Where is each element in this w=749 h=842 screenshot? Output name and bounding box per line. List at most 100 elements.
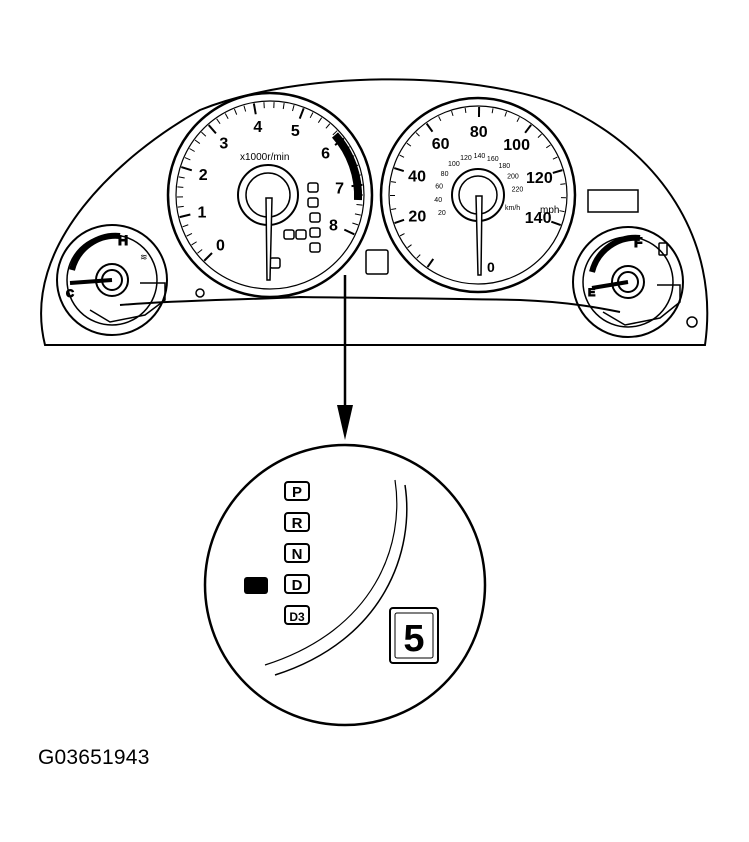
gear-position-label: R (292, 515, 303, 532)
tach-tick (182, 224, 189, 228)
tach-tick (201, 131, 207, 137)
tach-label: 2 (199, 167, 208, 184)
speed-tick (399, 154, 405, 158)
speed-outer-label: 40 (408, 168, 426, 185)
temp-hot-label: H (118, 232, 128, 248)
speed-inner-label: 220 (512, 186, 524, 193)
gear-position-label: D3 (289, 610, 305, 624)
tach-label: 6 (321, 145, 330, 162)
speed-tick (391, 208, 397, 210)
tach-tick (317, 117, 323, 123)
speed-tick (399, 233, 405, 237)
speed-inner-label: 140 (474, 153, 486, 160)
tach-tick (282, 103, 285, 110)
gear-position-label: N (292, 546, 303, 563)
speed-inner-label: 60 (435, 183, 443, 190)
speed-tick (516, 117, 520, 122)
tach-tick (352, 222, 359, 226)
gear-digit-display: 5 (389, 607, 439, 664)
info-display (587, 189, 639, 213)
speed-inner-label: 40 (434, 197, 442, 204)
tach-tick (298, 107, 305, 119)
tach-label: 0 (216, 237, 225, 254)
temp-cold-label: C (66, 288, 74, 300)
tach-tick (178, 176, 185, 179)
tach-tick (224, 113, 229, 119)
callout-arrow (337, 275, 353, 440)
tach-tick (309, 112, 314, 119)
speed-tick (546, 144, 551, 149)
tach-tick (184, 157, 191, 161)
speed-outer-label: 80 (470, 124, 488, 141)
speed-outer-label: 140 (525, 210, 552, 227)
tach-label: 4 (253, 119, 262, 136)
speed-tick (491, 108, 494, 114)
tach-tick (216, 118, 221, 125)
tach-tick (356, 203, 363, 206)
tach-label: 7 (335, 180, 344, 197)
tach-tick (191, 241, 197, 246)
tach-tick (243, 105, 247, 112)
speed-inner-label: 20 (438, 210, 446, 217)
speed-tick (438, 116, 442, 122)
tach-label: 1 (198, 205, 207, 222)
fuel-gauge: F E (572, 226, 684, 338)
speed-tick (407, 244, 412, 249)
speed-tick (416, 254, 421, 259)
gear-position-label: D (292, 577, 303, 594)
tach-tick (194, 139, 201, 144)
manual-mode-label: M (250, 578, 263, 595)
speed-inner-label: 100 (448, 161, 460, 168)
tach-unit-label: x1000r/min (240, 152, 289, 163)
manual-mode-indicator: M (244, 577, 268, 595)
gear-digit: 5 (403, 618, 424, 660)
tach-tick (177, 205, 184, 208)
fuel-pump-icon (658, 242, 668, 256)
tach-label: 3 (219, 135, 228, 152)
speed-tick (559, 210, 565, 213)
speed-tick (552, 169, 563, 174)
tach-tick (325, 123, 331, 129)
trip-knob (195, 288, 205, 298)
speed-tick (524, 124, 532, 134)
tach-tick (189, 148, 195, 152)
speed-tick (425, 122, 434, 133)
tach-tick (233, 108, 238, 115)
tach-tick (181, 166, 193, 172)
speed-tick (390, 181, 397, 183)
speed-outer-label: 20 (408, 208, 426, 225)
speed-tick (560, 183, 566, 185)
figure-id-label: G03651943 (38, 746, 150, 769)
brightness-knob (686, 316, 698, 328)
warning-lights (269, 182, 321, 269)
speed-outer-label: 100 (503, 137, 530, 154)
speed-tick (451, 110, 454, 116)
cluster-housing (40, 78, 709, 346)
speed-inner-label: 180 (499, 163, 511, 170)
speed-tick (537, 133, 542, 138)
gear-position-r: R (284, 512, 310, 532)
speed-outer-label: 120 (526, 170, 553, 187)
gear-position-d: D (284, 574, 310, 594)
speed-inner-label: 160 (487, 156, 499, 163)
tach-tick (203, 252, 213, 262)
tach-tick (354, 213, 361, 216)
speed-min-label: 0 (487, 259, 495, 275)
speed-tick (464, 107, 467, 113)
speed-inner-label: 120 (460, 155, 472, 162)
tach-tick (186, 233, 193, 237)
speed-outer-label: 60 (432, 136, 450, 153)
tach-label: 5 (291, 123, 300, 140)
gear-position-p: P (284, 481, 310, 501)
tach-tick (197, 249, 203, 254)
temperature-gauge: H C ≋ (56, 224, 168, 336)
speed-inner-label: 200 (507, 174, 519, 181)
tach-tick (179, 213, 191, 219)
